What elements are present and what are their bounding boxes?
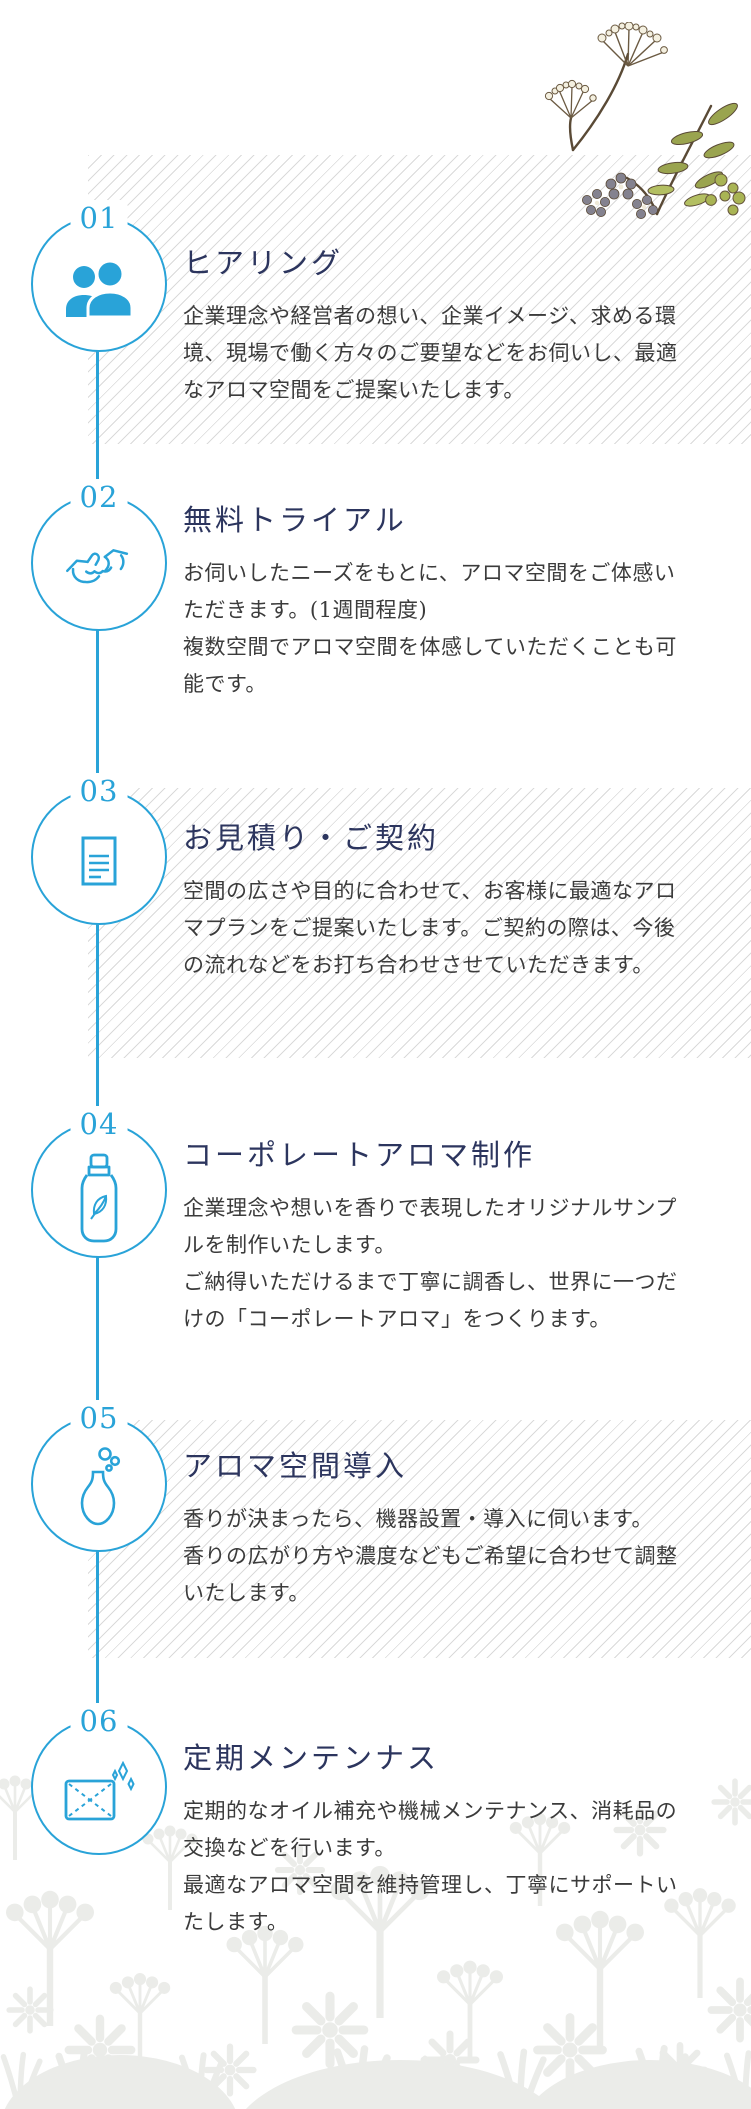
step-description-04: 企業理念や想いを香りで表現したオリジナルサンプルを制作いたします。 ご納得いただ… <box>183 1196 678 1331</box>
step-description-06: 定期的なオイル補充や機械メンテナンス、消耗品の交換などを行います。 最適なアロマ… <box>183 1799 678 1934</box>
step-title-01: ヒアリング <box>183 246 344 280</box>
document-icon <box>81 836 117 886</box>
step-number-02: 02 <box>70 479 128 515</box>
step-badge-05: 05 <box>31 1400 167 1552</box>
meadow-silhouette-icon <box>0 1773 751 2109</box>
step-title-02: 無料トライアル <box>183 503 407 537</box>
step-content-02: 無料トライアル お伺いしたニーズをもとに、アロマ空間をご体感いただきます。(1週… <box>183 500 691 703</box>
diffuser-icon <box>80 1447 121 1526</box>
step-description-02: お伺いしたニーズをもとに、アロマ空間をご体感いただきます。(1週間程度) 複数空… <box>183 561 677 696</box>
handshake-icon <box>66 549 129 584</box>
herb-botanical-illustration-icon <box>544 22 746 219</box>
step-badge-04: 04 <box>31 1106 167 1258</box>
step-title-05: アロマ空間導入 <box>183 1449 408 1483</box>
step-badge-06: 06 <box>31 1703 167 1855</box>
people-icon <box>66 259 134 319</box>
step-title-03: お見積り・ご契約 <box>183 821 440 855</box>
step-number-06: 06 <box>70 1703 128 1739</box>
step-description-05: 香りが決まったら、機器設置・導入に伺います。 香りの広がり方や濃度などもご希望に… <box>183 1507 678 1605</box>
step-number-05: 05 <box>70 1400 128 1436</box>
step-content-05: アロマ空間導入 香りが決まったら、機器設置・導入に伺います。 香りの広がり方や濃… <box>183 1446 691 1612</box>
step-number-01: 01 <box>70 200 128 236</box>
step-title-06: 定期メンテンナス <box>183 1741 440 1775</box>
hatch-panel-3 <box>88 788 751 1058</box>
hatch-panel-5 <box>88 1420 751 1658</box>
step-number-03: 03 <box>70 773 128 809</box>
step-badge-03: 03 <box>31 773 167 925</box>
step-badge-02: 02 <box>31 479 167 631</box>
step-title-04: コーポレートアロマ制作 <box>183 1138 536 1172</box>
step-badge-01: 01 <box>31 200 167 352</box>
step-content-06: 定期メンテンナス 定期的なオイル補充や機械メンテナンス、消耗品の交換などを行いま… <box>183 1738 691 1941</box>
step-content-03: お見積り・ご契約 空間の広さや目的に合わせて、お客様に最適なアロマプランをご提案… <box>183 818 691 984</box>
step-connector-line <box>96 282 99 1785</box>
step-number-04: 04 <box>70 1106 128 1142</box>
step-content-04: コーポレートアロマ制作 企業理念や想いを香りで表現したオリジナルサンプルを制作い… <box>183 1135 691 1338</box>
step-description-01: 企業理念や経営者の想い、企業イメージ、求める環境、現場で働く方々のご要望などをお… <box>183 304 678 402</box>
maintenance-icon <box>64 1761 135 1821</box>
step-description-03: 空間の広さや目的に合わせて、お客様に最適なアロマプランをご提案いたします。ご契約… <box>183 879 677 977</box>
aroma-bottle-icon <box>80 1153 118 1243</box>
step-content-01: ヒアリング 企業理念や経営者の想い、企業イメージ、求める環境、現場で働く方々のご… <box>183 243 691 409</box>
